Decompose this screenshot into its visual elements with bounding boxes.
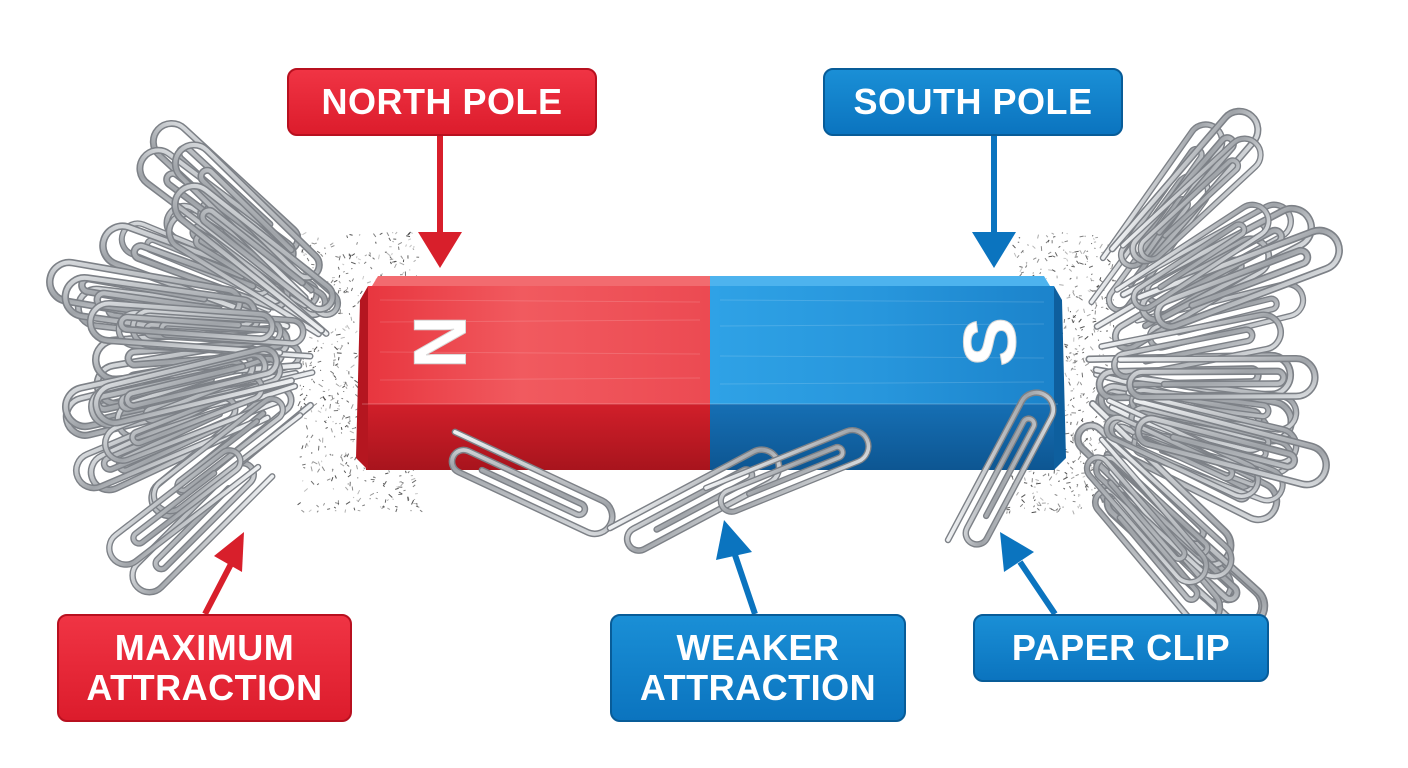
magnet-south-end	[1054, 286, 1066, 470]
weaker-attraction-line2: ATTRACTION	[639, 667, 877, 708]
magnet-north-top-face	[372, 276, 710, 286]
paper-clip-cluster-north	[47, 116, 349, 599]
magnet-north-end	[356, 286, 368, 470]
arrow-icon	[972, 136, 1016, 268]
south-letter: S	[949, 317, 1032, 366]
paper-clip-cluster-south	[1065, 104, 1345, 634]
magnet-north-half	[368, 286, 710, 404]
paper-clip-label-text: PAPER CLIP	[1011, 627, 1231, 668]
weaker-attraction-label: WEAKER ATTRACTION	[610, 614, 906, 722]
magnet-north-bottom-face	[362, 404, 710, 470]
arrow-icon	[202, 532, 244, 616]
arrow-icon	[716, 520, 758, 615]
maximum-attraction-line1: MAXIMUM	[114, 627, 295, 668]
magnet-south-top-face	[710, 276, 1050, 286]
maximum-attraction-label: MAXIMUM ATTRACTION	[57, 614, 352, 722]
arrow-icon	[1000, 532, 1058, 616]
north-letter: N	[399, 315, 482, 368]
arrows	[202, 136, 1058, 616]
magnet-south-half	[710, 286, 1054, 404]
south-pole-label-text: SOUTH POLE	[853, 81, 1093, 122]
north-pole-label-text: NORTH POLE	[321, 81, 563, 122]
paper-clip-label: PAPER CLIP	[973, 614, 1269, 682]
weaker-attraction-line1: WEAKER	[676, 627, 840, 668]
bar-magnet: N S	[356, 276, 1066, 470]
maximum-attraction-line2: ATTRACTION	[86, 667, 323, 708]
south-pole-label: SOUTH POLE	[823, 68, 1123, 136]
arrow-icon	[418, 136, 462, 268]
north-pole-label: NORTH POLE	[287, 68, 597, 136]
